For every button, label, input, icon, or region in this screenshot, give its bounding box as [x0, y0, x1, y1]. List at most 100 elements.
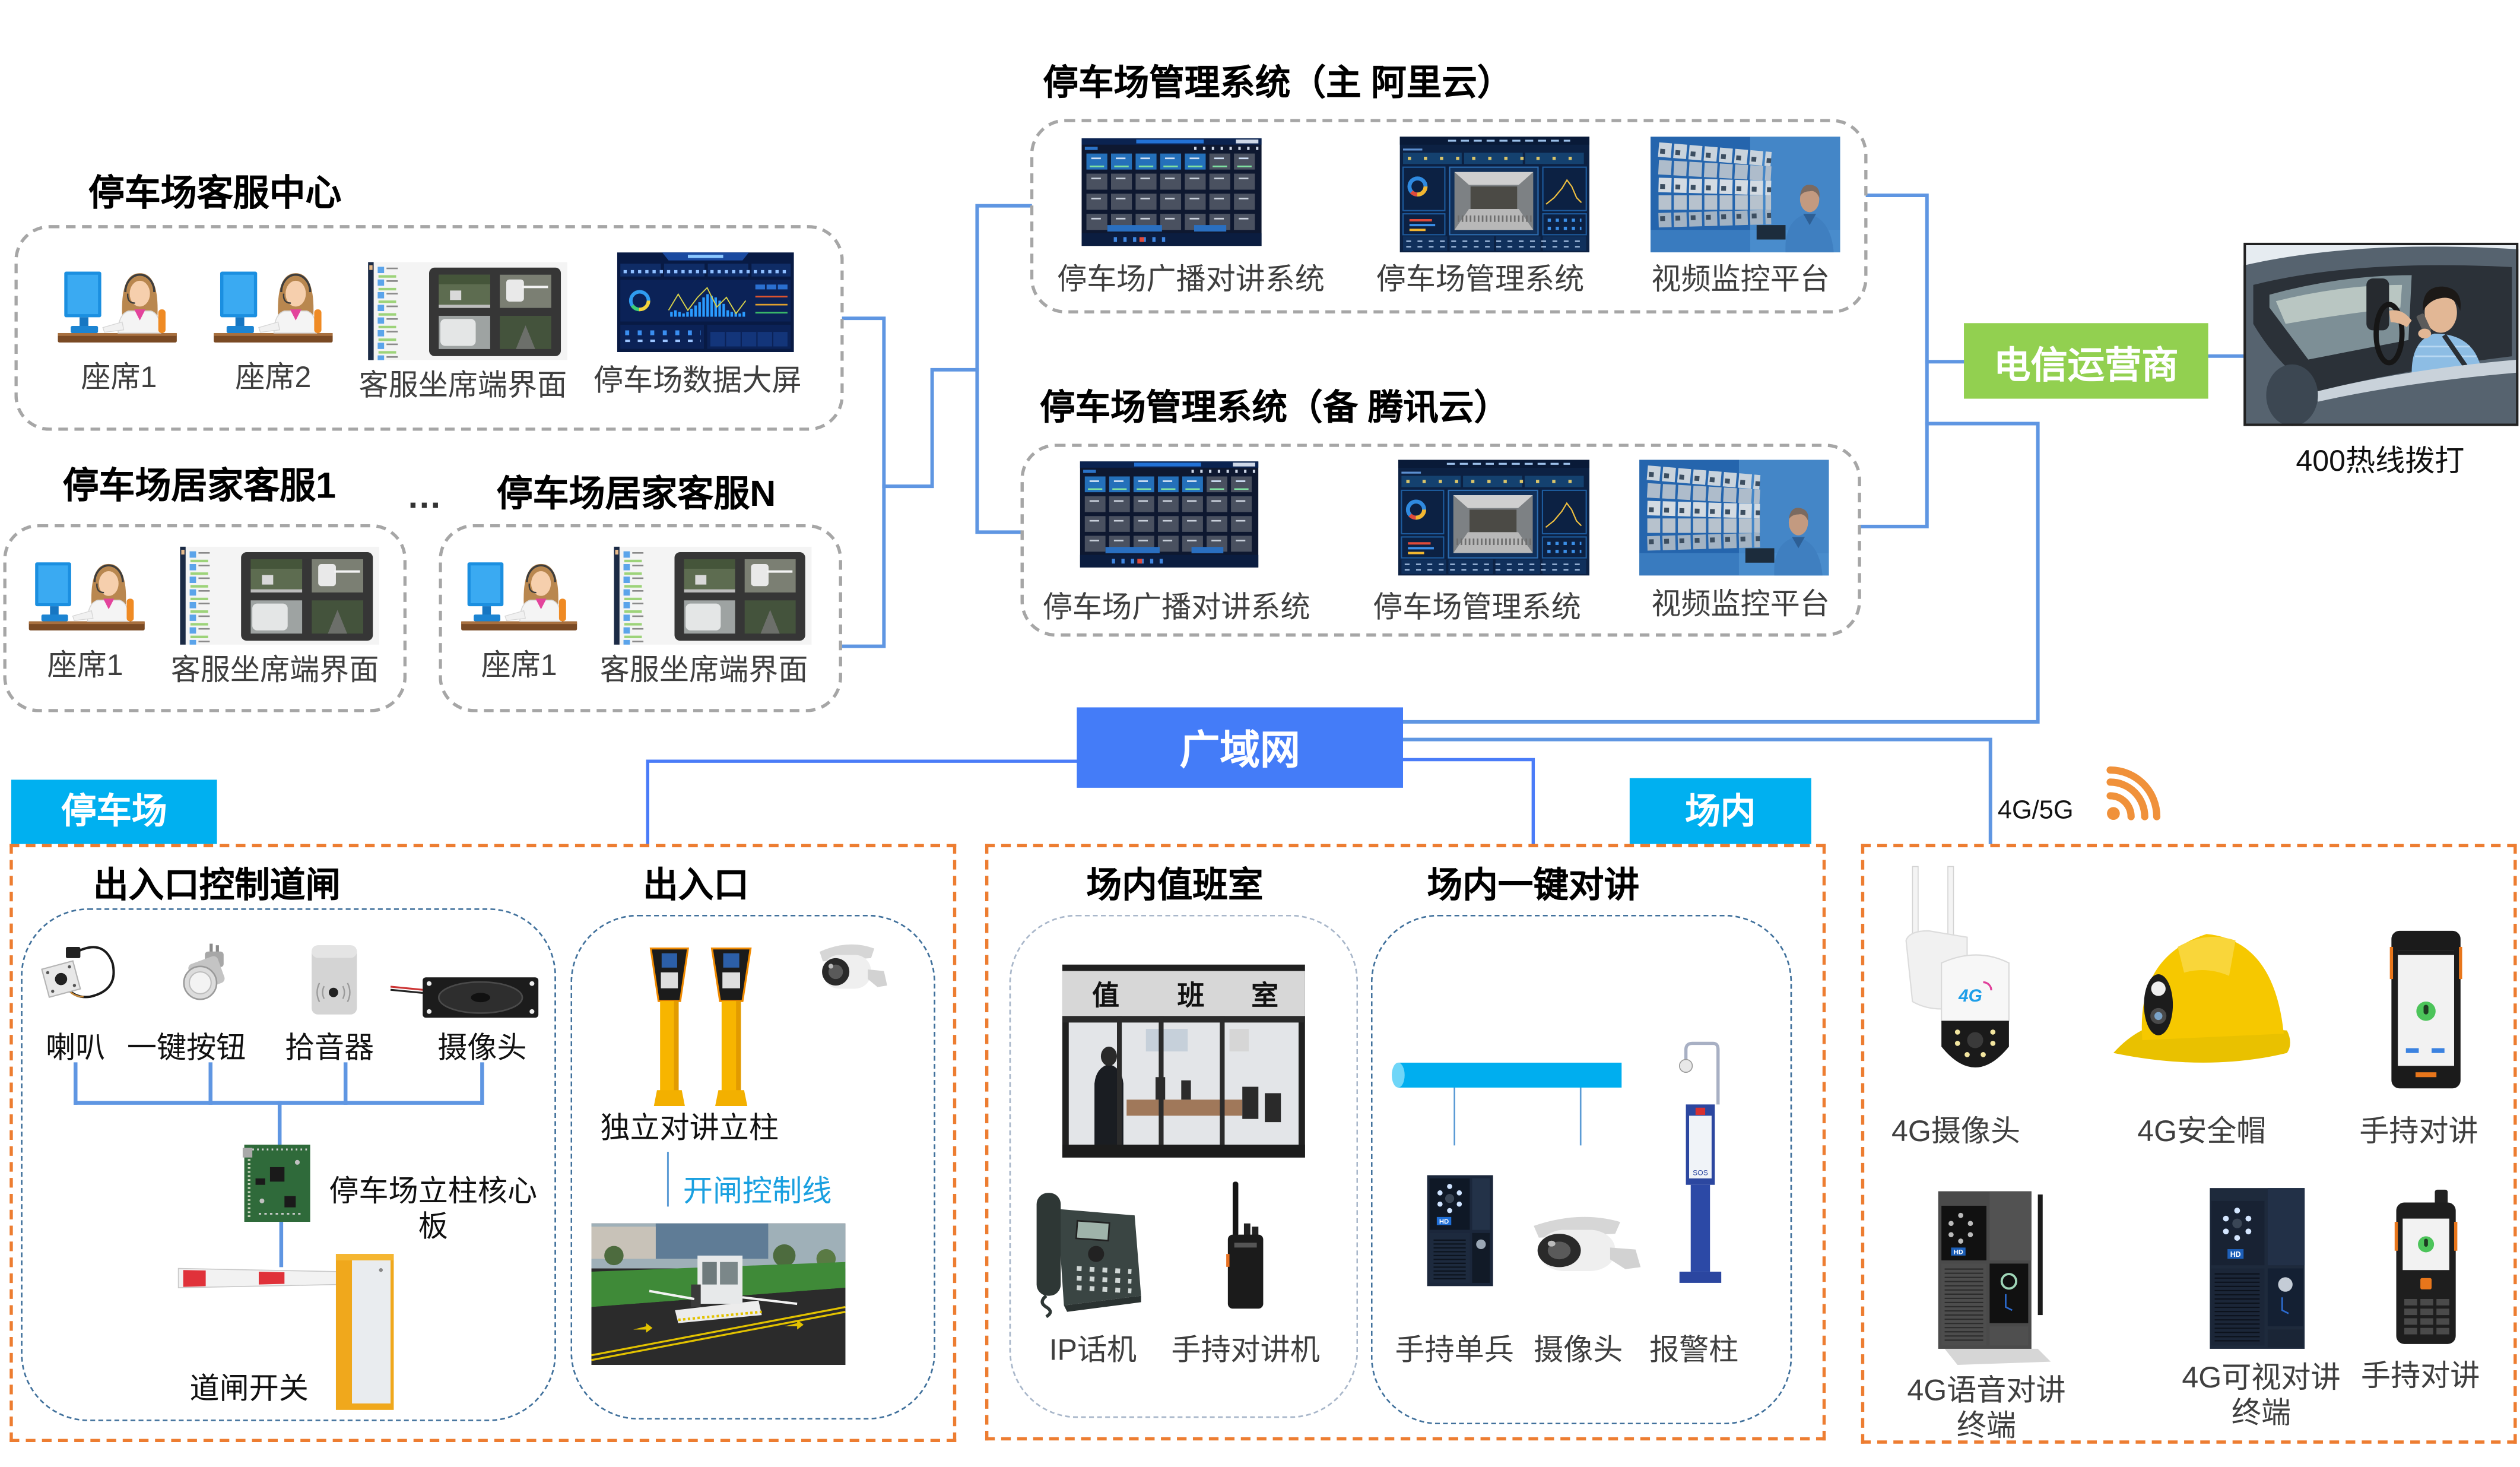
- home-n-console-label: 客服坐席端界面: [599, 652, 808, 686]
- backup-module-3-label: 视频监控平台: [1651, 586, 1830, 620]
- gate-device-3-label: 拾音器: [284, 1030, 374, 1064]
- one-key-intercom-title: 场内一键对讲: [1427, 864, 1640, 905]
- duty-room-sign-char: 班: [1178, 980, 1205, 1010]
- walkie-talkie-label: 手持对讲机: [1171, 1332, 1320, 1367]
- ip-phone-label: IP话机: [1049, 1332, 1137, 1367]
- onsite-zone-tag-label: 场内: [1685, 790, 1756, 831]
- home-1-console-label: 客服坐席端界面: [170, 652, 379, 686]
- driver-calling-photo: [2243, 242, 2519, 426]
- keypad-intercom-phone-icon: [2394, 1189, 2458, 1344]
- intercom-pillar-icon: [649, 948, 690, 1107]
- seat-2-label: 座席2: [235, 360, 312, 394]
- parking-management-screenshot: [1400, 137, 1590, 252]
- home-n-seat-label: 座席1: [481, 647, 557, 682]
- bullet-camera-icon: [820, 944, 887, 989]
- wan-node: 广域网: [1077, 707, 1404, 788]
- backup-cloud-title: 停车场管理系统（备 腾讯云）: [1040, 387, 1510, 428]
- hd-badge-text: HD: [1439, 1218, 1449, 1225]
- walkie-talkie-icon: [1226, 1181, 1264, 1309]
- home-service-1-group: [3, 524, 407, 712]
- mobile-network-label: 4G/5G: [1997, 797, 2074, 825]
- parking-management-screenshot: [1398, 460, 1589, 575]
- primary-module-1-label: 停车场广播对讲系统: [1057, 261, 1325, 296]
- core-board-label: 停车场立柱核心板: [329, 1173, 538, 1243]
- backup-cloud-group: [1020, 443, 1861, 637]
- primary-cloud-title: 停车场管理系统（主 阿里云）: [1043, 62, 1513, 103]
- connector-carrier-to-wan: [1401, 422, 2040, 724]
- duty-room-group: [1009, 914, 1359, 1418]
- 4g-voice-terminal-label: 4G语音对讲终端: [1907, 1373, 2066, 1442]
- onsite-zone-tag: 场内: [1629, 778, 1811, 844]
- connector-wan-to-onsite: [1401, 758, 1535, 846]
- agent-seat-icon: [27, 561, 146, 632]
- customer-center-group: [14, 224, 844, 430]
- hotline-label: 400热线拨打: [2296, 443, 2465, 477]
- handheld-intercom-label: 手持对讲: [2359, 1114, 2478, 1148]
- connector-wan-to-parking: [646, 759, 1079, 846]
- gate-device-2-label: 一键按钮: [126, 1030, 246, 1064]
- connector-cloud-to-carrier-bracket: [1859, 194, 1929, 528]
- duty-room-title: 场内值班室: [1086, 864, 1264, 905]
- duty-room-photo: 值 班 室: [1062, 964, 1305, 1158]
- video-surveillance-photo: [1639, 460, 1829, 575]
- parking-zone: [8, 844, 956, 1442]
- hd-badge-text: HD: [1953, 1249, 1963, 1256]
- primary-module-3-label: 视频监控平台: [1651, 261, 1830, 296]
- broadcast-intercom-screenshot: [1081, 138, 1261, 246]
- entrance-title: 出入口: [643, 864, 749, 905]
- agent-seat-icon: [56, 270, 178, 344]
- 4g-video-terminal-label: 4G可视对讲终端: [2182, 1360, 2341, 1430]
- bullet-camera-icon: [1534, 1216, 1641, 1272]
- handheld-terminal-icon: HD: [1427, 1175, 1493, 1287]
- primary-module-2-label: 停车场管理系统: [1376, 261, 1585, 296]
- home-service-n-title: 停车场居家客服N: [496, 473, 776, 514]
- wifi-signal-icon: [2106, 766, 2161, 820]
- sound-pickup-icon: [312, 945, 357, 1015]
- more-groups-ellipsis: …: [407, 476, 442, 517]
- intercom-pillar-icon: [710, 948, 752, 1107]
- core-board-icon: [242, 1145, 310, 1222]
- onsite-zone: [984, 844, 1825, 1441]
- rugged-smartphone-icon: [2389, 930, 2462, 1089]
- duty-room-sign-char: 值: [1092, 980, 1119, 1010]
- 4g-voice-intercom-terminal-icon: HD: [1938, 1191, 2051, 1365]
- backup-module-1-label: 停车场广播对讲系统: [1042, 590, 1310, 624]
- home-service-n-group: [439, 524, 842, 712]
- connector-customer-service-to-cloud: [882, 367, 979, 489]
- wan-label: 广域网: [1179, 728, 1300, 774]
- 4g-dome-camera-icon: 4G: [1905, 866, 2010, 1068]
- entrance-gate-photo: [591, 1223, 846, 1365]
- 4g-camera-label: 4G摄像头: [1891, 1114, 2021, 1148]
- gate-device-4-label: 摄像头: [437, 1030, 527, 1064]
- hd-badge-text: HD: [2230, 1250, 2241, 1259]
- connector-wan-to-mobile: [1401, 737, 1992, 844]
- connector-customer-service-bracket: [840, 316, 886, 648]
- alarm-pole-label: 报警柱: [1649, 1332, 1739, 1367]
- video-surveillance-photo: [1651, 137, 1840, 252]
- home-service-1-title: 停车场居家客服1: [62, 465, 336, 506]
- agent-seat-icon: [460, 561, 578, 632]
- telecom-carrier-node: 电信运营商: [1964, 323, 2208, 399]
- 4g-video-intercom-terminal-icon: HD: [2210, 1188, 2305, 1349]
- push-button-icon: [183, 943, 225, 1000]
- customer-center-title: 停车场客服中心: [88, 172, 342, 213]
- network-bus-icon: [1392, 1062, 1622, 1088]
- mobile-zone: [1861, 843, 2516, 1444]
- gate-control-title: 出入口控制道闸: [93, 864, 341, 905]
- parking-zone-tag-label: 停车场: [61, 791, 167, 831]
- keypad-intercom-label: 手持对讲: [2360, 1358, 2480, 1392]
- 4g-logo-text: 4G: [1958, 986, 1982, 1006]
- agent-console-screenshot: [368, 262, 567, 360]
- cable-module-icon: [41, 946, 115, 999]
- data-screen-label: 停车场数据大屏: [593, 363, 802, 397]
- connector-cloud-bracket: [975, 204, 1032, 534]
- parking-zone-tag: 停车场: [11, 780, 217, 844]
- seat-1-label: 座席1: [81, 360, 157, 394]
- ip-phone-icon: [1036, 1193, 1141, 1319]
- backup-module-2-label: 停车场管理系统: [1373, 590, 1581, 624]
- agent-console-screenshot: [180, 547, 379, 645]
- gate-control-group: [21, 908, 556, 1421]
- handheld-terminal-label: 手持单兵: [1395, 1332, 1514, 1367]
- entrance-group: [570, 914, 936, 1420]
